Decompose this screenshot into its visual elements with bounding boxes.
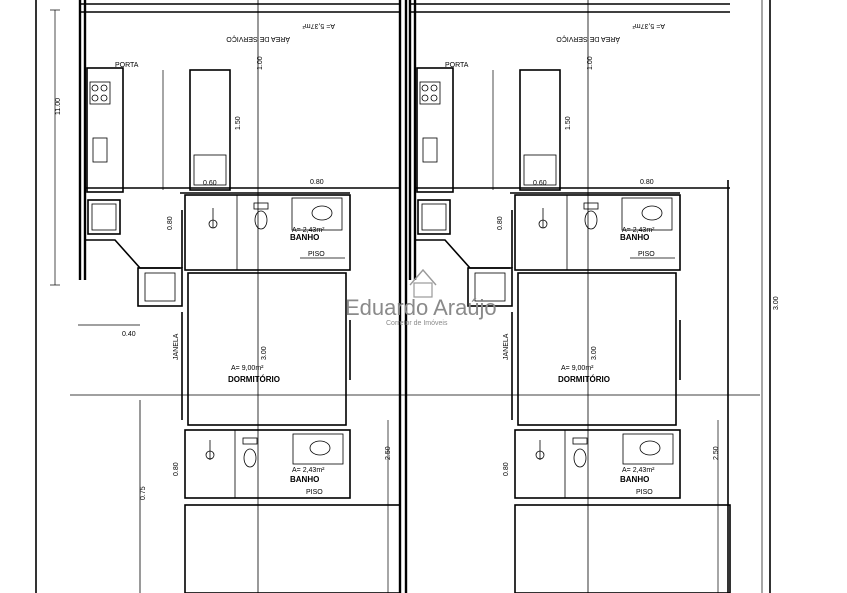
bottom-bathroom <box>184 429 351 499</box>
svg-text:PORTA: PORTA <box>445 62 469 69</box>
svg-text:BANHO: BANHO <box>620 475 649 484</box>
svg-text:A= 2,43m²: A= 2,43m² <box>292 227 325 234</box>
svg-text:PISO: PISO <box>306 489 323 496</box>
svg-text:JANELA: JANELA <box>173 333 180 360</box>
svg-text:1.00: 1.00 <box>587 56 594 70</box>
svg-text:1.50: 1.50 <box>235 116 242 130</box>
svg-text:0.80: 0.80 <box>173 462 180 476</box>
svg-text:2.50: 2.50 <box>385 446 392 460</box>
stove-icon <box>89 81 111 105</box>
bedroom-label: DORMITÓRIO <box>228 375 280 384</box>
svg-text:0.80: 0.80 <box>640 179 654 186</box>
watermark: Eduardo Araújo Corretor de Imóveis <box>345 268 497 327</box>
svg-text:A= 2,43m²: A= 2,43m² <box>622 227 655 234</box>
counter <box>86 67 124 193</box>
watermark-subtitle: Corretor de Imóveis <box>386 320 448 327</box>
svg-text:PISO: PISO <box>636 489 653 496</box>
svg-text:PISO: PISO <box>638 251 655 258</box>
entry-box <box>137 267 183 307</box>
house-logo-icon <box>409 268 437 286</box>
svg-text:0.60: 0.60 <box>533 180 547 187</box>
svg-text:A= 2,43m²: A= 2,43m² <box>292 467 325 474</box>
svg-text:A= 5,37m²: A= 5,37m² <box>632 22 665 29</box>
svg-text:0.40: 0.40 <box>122 331 136 338</box>
svg-text:PISO: PISO <box>308 251 325 258</box>
overall-height-label: 11.00 <box>55 98 62 115</box>
svg-text:BANHO: BANHO <box>620 233 649 242</box>
bath-top-label: BANHO <box>290 233 319 242</box>
unit-left: ÁREA DE SERVIÇO A= 5,37m² PORTA 0.60 1.5… <box>78 0 408 593</box>
svg-text:DORMITÓRIO: DORMITÓRIO <box>558 375 610 384</box>
toilet-icon <box>254 210 268 230</box>
svg-text:A= 9,00m²: A= 9,00m² <box>561 365 594 372</box>
svg-text:A= 9,00m²: A= 9,00m² <box>231 365 264 372</box>
bath-bottom-label: BANHO <box>290 475 319 484</box>
svg-text:A= 2,43m²: A= 2,43m² <box>622 467 655 474</box>
watermark-name: Eduardo Araújo <box>345 295 497 320</box>
sink-icon <box>92 137 108 163</box>
svg-text:3.00: 3.00 <box>591 346 598 360</box>
svg-text:0.60: 0.60 <box>203 180 217 187</box>
svg-text:0.80: 0.80 <box>167 216 174 230</box>
tank-column <box>189 69 231 191</box>
svg-text:ÁREA DE SERVIÇO: ÁREA DE SERVIÇO <box>556 35 620 44</box>
svg-text:JANELA: JANELA <box>503 333 510 360</box>
unit-right: ÁREA DE SERVIÇO A= 5,37m² PORTA 0.60 1.5… <box>408 0 731 593</box>
bedroom <box>187 272 347 426</box>
service-area-label: ÁREA DE SERVIÇO <box>226 35 290 44</box>
porta-label: PORTA <box>115 62 139 69</box>
svg-text:1.50: 1.50 <box>565 116 572 130</box>
washbasin-icon <box>311 205 333 221</box>
top-bathroom <box>184 194 351 271</box>
svg-text:2.50: 2.50 <box>713 446 720 460</box>
service-area-size: A= 5,37m² <box>302 22 335 29</box>
right-dimension-label: 3.00 <box>773 296 780 310</box>
svg-text:1.00: 1.00 <box>257 56 264 70</box>
svg-text:0.75: 0.75 <box>140 486 147 500</box>
svg-text:0.80: 0.80 <box>503 462 510 476</box>
svg-text:0.80: 0.80 <box>310 179 324 186</box>
washer-icon <box>87 199 121 235</box>
svg-text:3.00: 3.00 <box>261 346 268 360</box>
svg-text:0.80: 0.80 <box>497 216 504 230</box>
